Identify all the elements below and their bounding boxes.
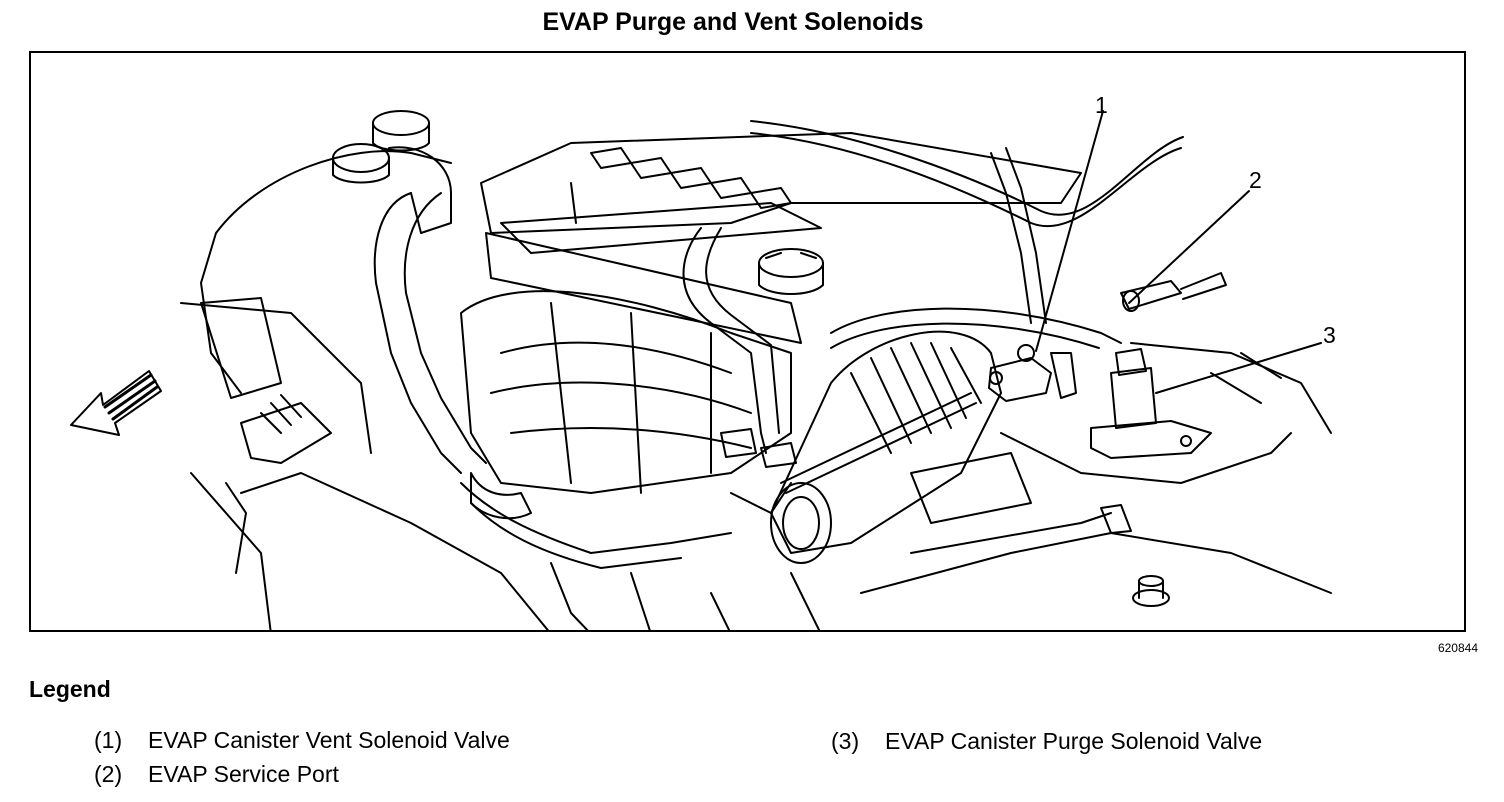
vent-solenoid-valve xyxy=(988,344,1077,402)
intake-manifold xyxy=(460,290,792,494)
leader-lines xyxy=(1035,110,1322,394)
service-port xyxy=(1120,272,1227,312)
air-intake-duct xyxy=(730,330,1002,564)
engine-illustration: 1 2 3 xyxy=(29,51,1466,632)
lower-hoses xyxy=(460,482,821,630)
legend-item: (1) EVAP Canister Vent Solenoid Valve xyxy=(94,727,510,754)
dipstick-tube xyxy=(780,392,977,494)
legend-item-number: (3) xyxy=(831,728,860,754)
fender-ribs xyxy=(225,394,302,574)
ground-stud xyxy=(1132,575,1170,607)
right-side-structure xyxy=(860,432,1332,594)
purge-solenoid-valve xyxy=(1090,348,1212,459)
legend-heading: Legend xyxy=(29,676,111,702)
legend-item-label: EVAP Canister Purge Solenoid Valve xyxy=(885,728,1263,754)
callout-1: 1 xyxy=(1095,92,1108,118)
radiator-support xyxy=(190,297,332,630)
vapor-line xyxy=(750,120,1184,228)
callout-2: 2 xyxy=(1249,167,1262,193)
purge-hose xyxy=(830,307,1122,349)
pcv-hose xyxy=(682,227,780,454)
hose-clamp xyxy=(470,472,532,520)
sensor-connector xyxy=(720,428,797,468)
legend-item-label: EVAP Canister Vent Solenoid Valve xyxy=(148,727,510,753)
diagram-title: EVAP Purge and Vent Solenoids xyxy=(542,8,924,36)
legend-item-number: (2) xyxy=(94,761,123,787)
coolant-reservoir xyxy=(332,110,452,234)
valve-cover xyxy=(480,132,1082,254)
legend-item: (2) EVAP Service Port xyxy=(94,761,339,788)
oil-filler-cap xyxy=(758,248,824,295)
fuel-rail xyxy=(485,232,802,344)
upper-radiator-hose xyxy=(373,192,487,474)
legend-item-label: EVAP Service Port xyxy=(148,761,339,787)
engine-line-drawing: 1 2 3 xyxy=(70,92,1336,630)
legend-item-number: (1) xyxy=(94,727,123,753)
vent-hose xyxy=(990,147,1047,324)
figure-number: 620844 xyxy=(1437,641,1478,655)
front-direction-arrow xyxy=(70,370,162,436)
legend-item: (3) EVAP Canister Purge Solenoid Valve xyxy=(831,728,1262,755)
right-upper-line xyxy=(1130,342,1332,434)
callout-3: 3 xyxy=(1323,322,1336,348)
